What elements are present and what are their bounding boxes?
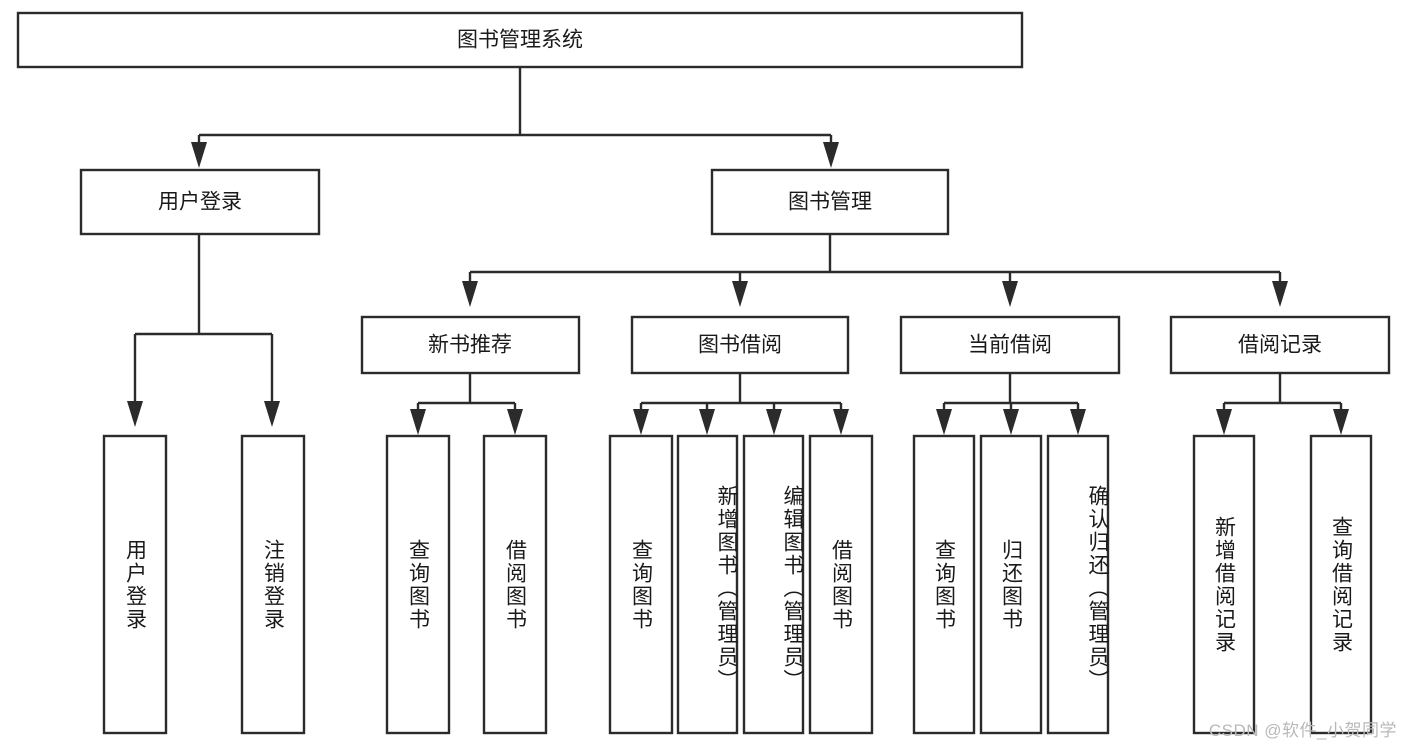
node-new-book-rec-label: 新书推荐 [428, 334, 512, 357]
connector-root-to-level2 [191, 67, 839, 168]
node-book-borrow[interactable]: 图书借阅 [630, 315, 850, 375]
leaf-box-query-book-2[interactable] [608, 434, 674, 735]
leaf-box-edit-book[interactable] [742, 434, 805, 735]
node-new-book-rec[interactable]: 新书推荐 [360, 315, 581, 375]
node-root-label: 图书管理系统 [457, 29, 583, 52]
leaf-box-return-book[interactable] [979, 434, 1043, 735]
node-book-borrow-label: 图书借阅 [698, 334, 782, 357]
node-borrow-record[interactable]: 借阅记录 [1169, 315, 1391, 375]
leaf-box-borrow-book-2[interactable] [808, 434, 874, 735]
leaf-box-add-record[interactable] [1192, 434, 1256, 735]
connector-bookborrow-to-leaves [633, 373, 849, 435]
csdn-watermark: CSDN @软件_小贺同学 [1208, 721, 1397, 740]
leaf-boxes [102, 434, 1373, 735]
node-book-manage[interactable]: 图书管理 [710, 168, 950, 236]
connector-userlogin-to-leaves [127, 234, 280, 427]
node-user-login[interactable]: 用户登录 [79, 168, 321, 236]
leaf-box-borrow-book-1[interactable] [482, 434, 548, 735]
connector-newbookrec-to-leaves [410, 373, 523, 435]
leaf-box-add-book[interactable] [676, 434, 739, 735]
leaf-box-query-record[interactable] [1309, 434, 1373, 735]
node-current-borrow-label: 当前借阅 [968, 334, 1052, 357]
connector-bookmanage-to-level3 [462, 234, 1288, 307]
leaf-box-user-login[interactable] [102, 434, 168, 735]
leaf-box-confirm-return[interactable] [1046, 434, 1110, 735]
connector-borrowrecord-to-leaves [1216, 373, 1349, 435]
leaf-box-query-book-1[interactable] [385, 434, 451, 735]
connector-currentborrow-to-leaves [936, 373, 1086, 435]
leaf-box-query-book-3[interactable] [912, 434, 976, 735]
node-book-manage-label: 图书管理 [788, 191, 872, 214]
node-borrow-record-label: 借阅记录 [1238, 334, 1322, 357]
node-root[interactable]: 图书管理系统 [16, 11, 1024, 69]
node-current-borrow[interactable]: 当前借阅 [899, 315, 1121, 375]
leaf-box-logout-login[interactable] [240, 434, 306, 735]
node-user-login-label: 用户登录 [158, 191, 242, 214]
